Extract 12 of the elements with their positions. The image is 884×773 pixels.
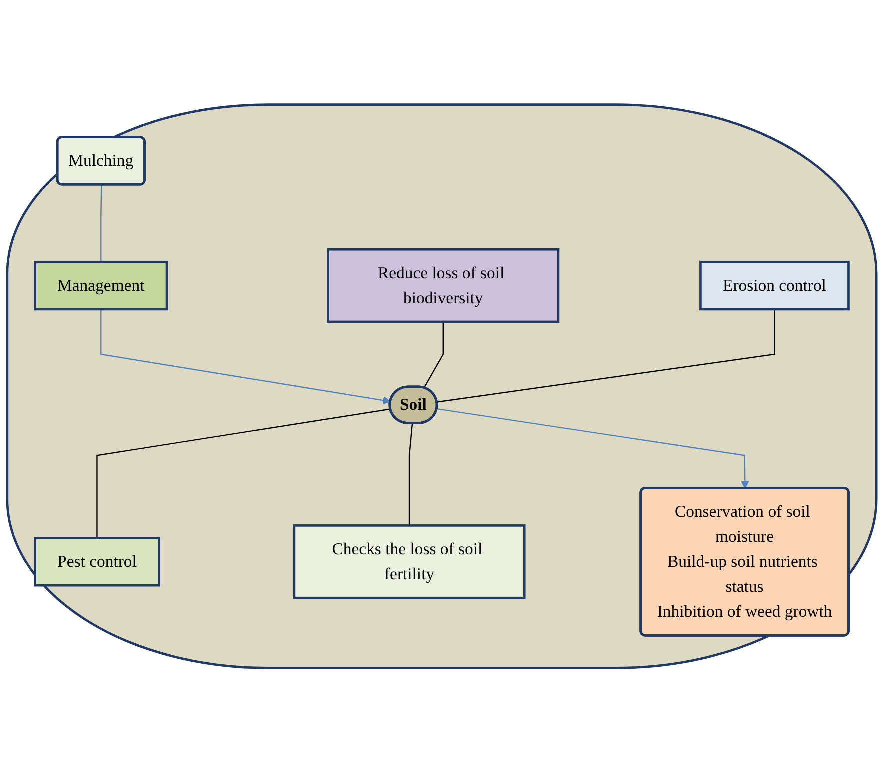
connector — [408, 424, 414, 526]
node-box: Erosion control — [700, 260, 850, 311]
node-box: Reduce loss of soil biodiversity — [327, 248, 560, 324]
connector — [100, 185, 102, 262]
node-box: Checks the loss of soil fertility — [293, 524, 526, 600]
arrow — [437, 408, 750, 489]
arrow — [100, 309, 392, 405]
connector — [424, 322, 444, 388]
node-box: Pest control — [34, 537, 160, 587]
connector — [437, 309, 776, 403]
connector — [96, 408, 391, 538]
node-box: Management — [34, 260, 168, 311]
